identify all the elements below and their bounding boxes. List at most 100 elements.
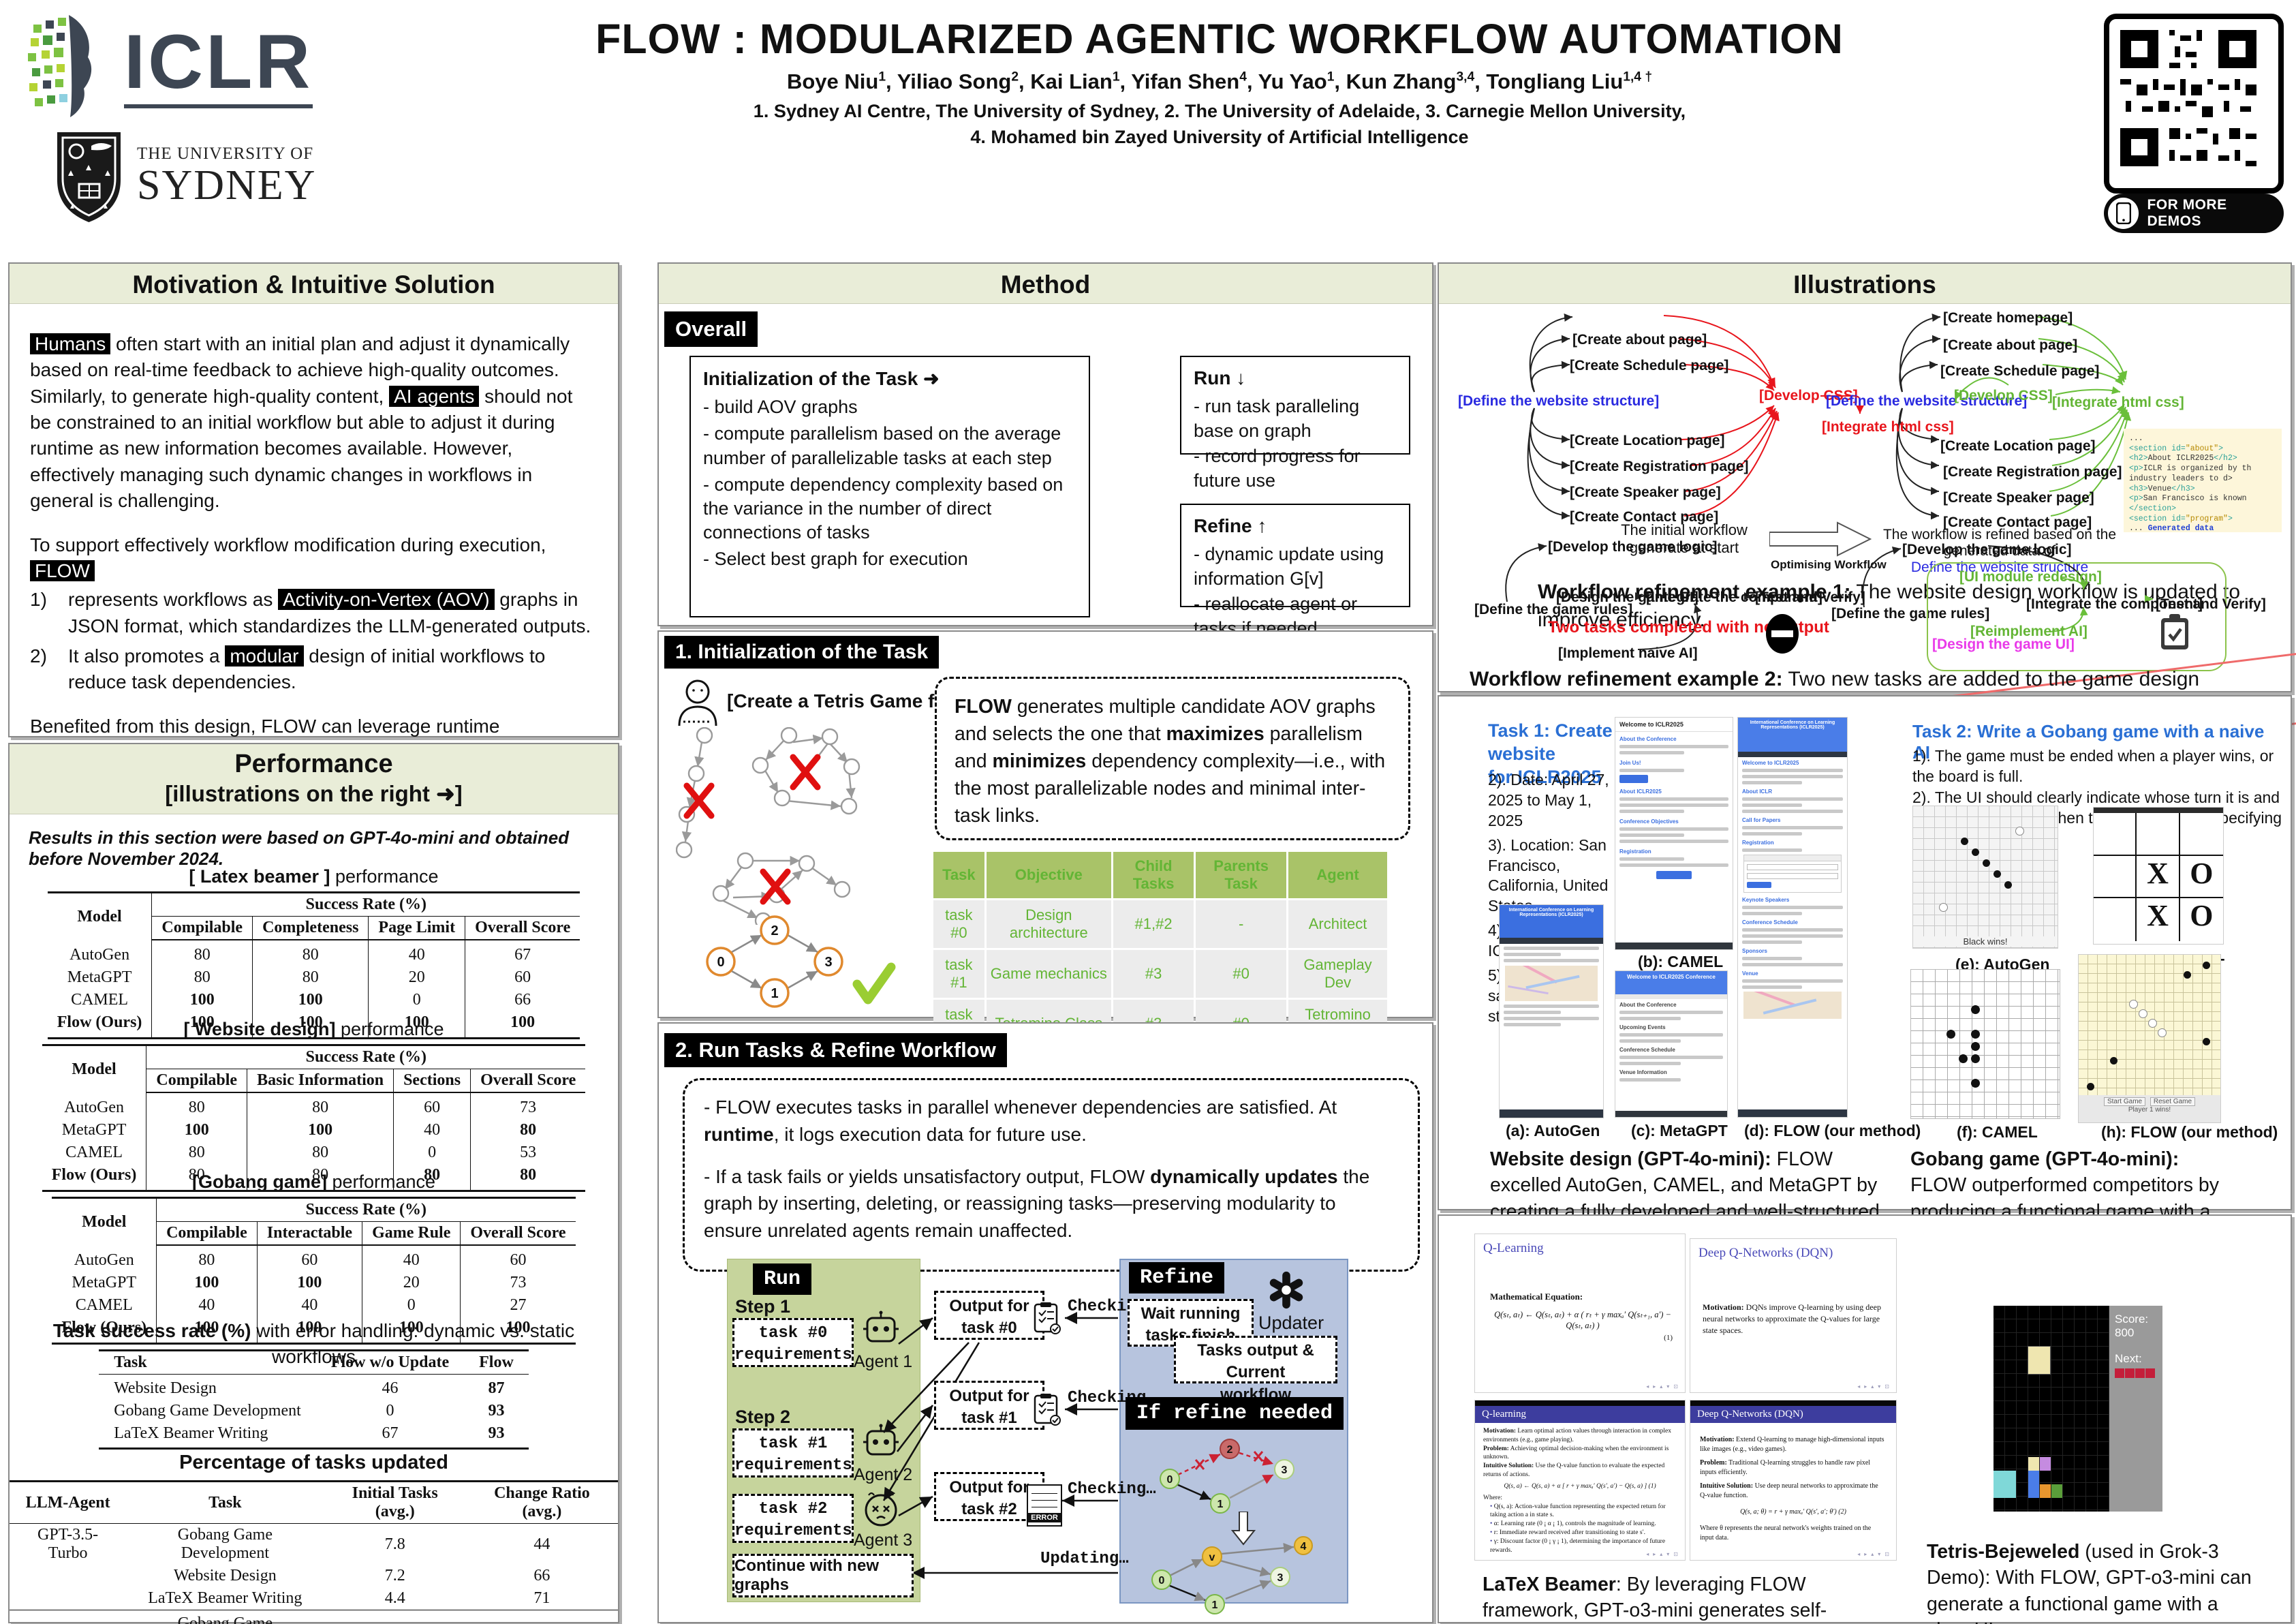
ex1-left-caption: The initial workflow generate at start xyxy=(1621,521,1748,556)
phone-icon xyxy=(2108,198,2139,229)
updater-label: Updater xyxy=(1258,1313,1324,1333)
method-refine-box: Refine ↑ - dynamic update using informat… xyxy=(1180,504,1410,639)
motivation-header: Motivation & Intuitive Solution xyxy=(10,264,618,304)
method-run-box: Run ↓ - run task paralleling base on gra… xyxy=(1180,356,1410,491)
gobang-label-h: (h): FLOW (our method) xyxy=(2101,1123,2278,1141)
svg-text:1: 1 xyxy=(1217,1499,1224,1510)
ex2-right-integrate: [Integrate the component] xyxy=(2026,596,2203,612)
sydney-line2: SYDNEY xyxy=(137,162,317,209)
gobang-board-camel xyxy=(1910,969,2060,1119)
refine-down-arrow xyxy=(1231,1512,1256,1546)
ex2-design-crossed: [Design the game UI] xyxy=(1932,637,2296,653)
task2-title: Task 2: Write a Gobang game with a naive… xyxy=(1912,721,2265,763)
openai-icon xyxy=(1269,1271,1303,1309)
motivation-item1: 1) represents workflows as Activity-on-V… xyxy=(30,589,591,637)
ex2-right-rules: [Define the game rules] xyxy=(1831,606,1990,622)
overall-label: Overall xyxy=(664,311,758,347)
affiliation-line2: 4. Mohamed bin Zayed University of Artif… xyxy=(970,127,1469,147)
beamer-slide3: Q-learning Motivation: Learn optimal act… xyxy=(1474,1400,1686,1561)
clipboard-check-icon xyxy=(2161,614,2188,649)
performance-subtitle: [illustrations on the right ➜] xyxy=(165,781,463,806)
agent2-label: Agent 2 xyxy=(854,1465,913,1484)
beamer-slide2: Deep Q-Networks (DQN) Motivation: DQNs i… xyxy=(1690,1238,1897,1393)
gobang-board-flow: Start Game Reset Game Player 1 wins! xyxy=(2078,954,2221,1123)
tasks-panel: Task 1: Create website for ICLR2025 2). … xyxy=(1438,695,2292,1248)
website-label-b: (b): CAMEL xyxy=(1638,953,1724,970)
init-task-label: 1. Initialization of the Task xyxy=(664,636,940,669)
latex-table-caption: [ Latex beamer ] performance xyxy=(189,866,439,887)
svg-text:3: 3 xyxy=(1282,1465,1288,1476)
sydney-line1: THE UNIVERSITY OF xyxy=(137,144,314,164)
qr-badge-label: FOR MORE DEMOS xyxy=(2147,197,2227,229)
gobang-board-metagpt: X O X O xyxy=(2093,807,2224,945)
ex2-left-naive: [Implement naive AI] xyxy=(1558,645,1698,661)
run-refine-label: 2. Run Tasks & Refine Workflow xyxy=(664,1033,1007,1067)
ex1-left-integrate: [Integrate html css] xyxy=(1822,419,1954,435)
step1-label: Step 1 xyxy=(735,1296,791,1317)
svg-text:3: 3 xyxy=(1277,1572,1284,1584)
illustrations-header: Illustrations xyxy=(1439,264,2291,304)
agent1-robot-icon xyxy=(863,1311,899,1343)
motivation-para2: To support effectively workflow modifica… xyxy=(30,534,546,581)
candidate-graphs xyxy=(676,727,860,925)
checklist1-icon xyxy=(1034,1394,1061,1426)
website-thumb-autogen: International Conference on Learning Rep… xyxy=(1499,904,1604,1118)
checklist0-icon xyxy=(1034,1302,1061,1334)
header: ICLR THE UNIVERSITY OF SYDNEY FLOW : MOD… xyxy=(0,0,2296,259)
iclr-logo: ICLR xyxy=(24,10,313,122)
task1-title: Task 1: Create website for ICLR2025 xyxy=(1488,720,1613,787)
node-3: 3 xyxy=(824,955,832,970)
agent2-robot-icon xyxy=(863,1424,899,1456)
gobang-board-autogen: Black wins! xyxy=(1912,806,2058,949)
ex1-left-define: [Define the website structure] xyxy=(1458,393,1660,409)
method-init-box: Initialization of the Task ➜ - build AOV… xyxy=(689,356,1090,617)
check-icon xyxy=(852,962,896,1005)
affiliation-line1: 1. Sydney AI Centre, The University of S… xyxy=(753,101,1686,121)
website-thumb-flow: International Conference on Learning Rep… xyxy=(1737,717,1848,1118)
website-label-a: (a): AutoGen xyxy=(1506,1122,1600,1139)
continue-box: Continue with new graphs xyxy=(732,1554,914,1597)
website-table-caption: [ Website design] performance xyxy=(183,1019,444,1039)
ex2-reimplement: [Reimplement AI] xyxy=(1970,624,2088,639)
no-entry-icon xyxy=(1766,614,1799,654)
ex2-green-box xyxy=(1927,562,2227,671)
svg-text:v: v xyxy=(1209,1552,1215,1563)
run-label: Run xyxy=(753,1263,812,1295)
ex1-left-css: [Develop CSS] xyxy=(1759,388,1858,403)
ex1-right-define: [Define the website structure] xyxy=(1826,393,2028,409)
motivation-item2: 2) It also promotes a modular design of … xyxy=(30,645,546,693)
website-thumb-metagpt: Welcome to ICLR2025 Conference About the… xyxy=(1615,970,1728,1118)
motivation-para1: Humans often start with an initial plan … xyxy=(30,333,573,512)
iclr-head-icon xyxy=(28,15,92,117)
illustrations-title: Illustrations xyxy=(1793,271,1936,298)
performance-title: Performance xyxy=(234,750,393,778)
qr-code xyxy=(2104,14,2284,194)
motivation-title: Motivation & Intuitive Solution xyxy=(132,271,495,298)
method-title: Method xyxy=(1000,271,1091,298)
ex2-left-design: [Design the game UI] xyxy=(1556,589,1698,605)
qr-badge: FOR MORE DEMOS xyxy=(2104,194,2284,233)
node-1: 1 xyxy=(771,986,778,1001)
init-task-panel: 1. Initialization of the Task [Create a … xyxy=(657,630,1433,1097)
updating-label: Updating… xyxy=(1040,1550,1129,1568)
tetris-screenshot: Score: 800 Next: xyxy=(1994,1306,2162,1512)
error-icon: ERROR xyxy=(1027,1484,1062,1527)
ex2-left-rules: [Define the game rules] xyxy=(1474,602,1633,617)
performance-note: Results in this section were based on GP… xyxy=(29,827,570,869)
sydney-shield-icon xyxy=(57,132,121,222)
beamer-panel: Q-Learning Mathematical Equation: Q(sₜ, … xyxy=(1438,1214,2292,1624)
if-refine-label: If refine needed xyxy=(1126,1397,1344,1430)
svg-text:4: 4 xyxy=(1301,1541,1307,1552)
method-panel: Method Overall Initialization of the Tas… xyxy=(657,262,1433,639)
ex2-right-logic: [Develop the game logic] xyxy=(1902,542,2072,557)
